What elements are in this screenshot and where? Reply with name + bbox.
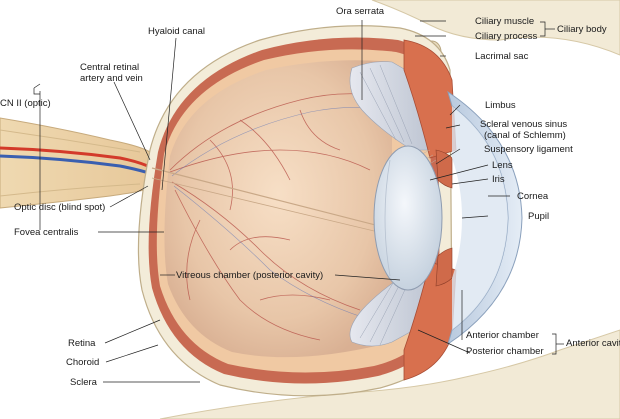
label-limbus: Limbus xyxy=(485,100,516,111)
label-anterior-chamber: Anterior chamber xyxy=(466,330,539,341)
ciliary-body-top xyxy=(403,39,457,159)
optic-nerve xyxy=(0,117,151,209)
lens-shape xyxy=(373,145,443,291)
central-vein xyxy=(0,154,153,176)
label-retina: Retina xyxy=(68,338,96,349)
leader-lines xyxy=(33,20,564,383)
label-lacrimal-sac: Lacrimal sac xyxy=(475,51,529,62)
label-sclera: Sclera xyxy=(70,377,97,388)
label-vitreous-chamber: Vitreous chamber (posterior cavity) xyxy=(176,270,324,281)
label-ciliary-body: Ciliary body xyxy=(557,24,607,35)
label-pupil: Pupil xyxy=(528,211,550,222)
label-choroid: Choroid xyxy=(66,357,100,368)
label-cornea: Cornea xyxy=(517,191,549,202)
label-lens: Lens xyxy=(492,160,513,171)
central-artery xyxy=(0,146,153,170)
label-posterior-chamber: Posterior chamber xyxy=(466,346,544,357)
anterior-chamber-space xyxy=(452,106,508,330)
label-anterior-cavity: Anterior cavity xyxy=(566,338,620,349)
label-cn2-optic: CN II (optic) xyxy=(0,98,51,109)
vitreous-chamber xyxy=(164,60,392,358)
label-central-retinal-1: Central retinal xyxy=(80,62,140,73)
iris-bottom xyxy=(435,247,453,287)
label-hyaloid-canal: Hyaloid canal xyxy=(148,26,206,37)
hyaloid-canal xyxy=(151,167,396,231)
label-ora-serrata: Ora serrata xyxy=(336,6,385,17)
label-optic-disc: Optic disc (blind spot) xyxy=(14,202,106,213)
iris-top xyxy=(435,149,453,189)
label-scleral-sinus-2: (canal of Schlemm) xyxy=(484,130,566,141)
label-ciliary-process: Ciliary process xyxy=(475,31,538,42)
label-ciliary-muscle: Ciliary muscle xyxy=(475,16,535,27)
orbital-tissue-top xyxy=(371,0,620,56)
orbital-tissue-bottom xyxy=(159,329,620,419)
label-iris: Iris xyxy=(492,174,505,185)
label-suspensory-ligament: Suspensory ligament xyxy=(484,144,573,155)
label-central-retinal-2: artery and vein xyxy=(80,73,143,84)
label-fovea-centralis: Fovea centralis xyxy=(14,227,79,238)
label-scleral-sinus-1: Scleral venous sinus xyxy=(480,119,568,130)
